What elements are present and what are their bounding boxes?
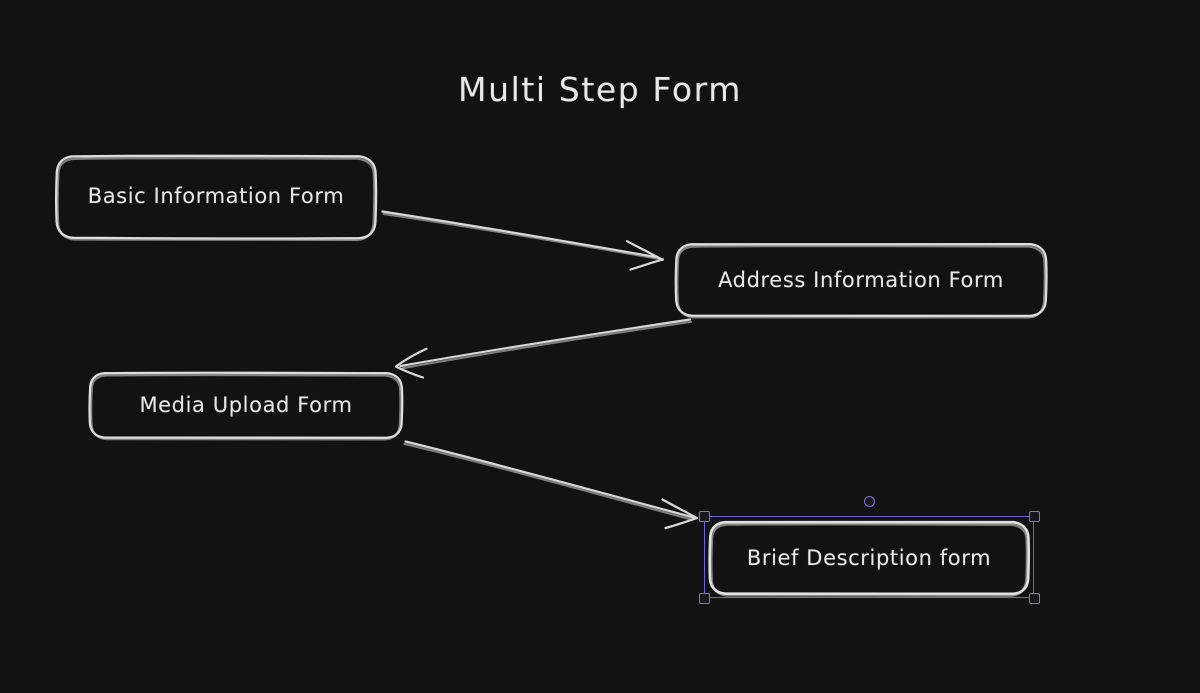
edge-address-to-media [394,318,693,379]
node-label-address-information-form: Address Information Form [718,268,1004,292]
node-label-basic-information-form: Basic Information Form [87,184,345,208]
node-label-media-upload-form: Media Upload Form [139,393,353,417]
edge-basic-to-address [381,210,665,271]
page-title: Multi Step Form [458,70,742,109]
rotation-handle[interactable] [864,496,875,507]
handle-bottom-right[interactable] [1029,593,1040,604]
selection-frame [704,516,1034,598]
handle-top-left[interactable] [699,511,710,522]
handle-bottom-left[interactable] [699,593,710,604]
handle-top-right[interactable] [1029,511,1040,522]
edge-media-to-brief [403,440,699,530]
node-label-brief-description-form: Brief Description form [746,546,992,570]
